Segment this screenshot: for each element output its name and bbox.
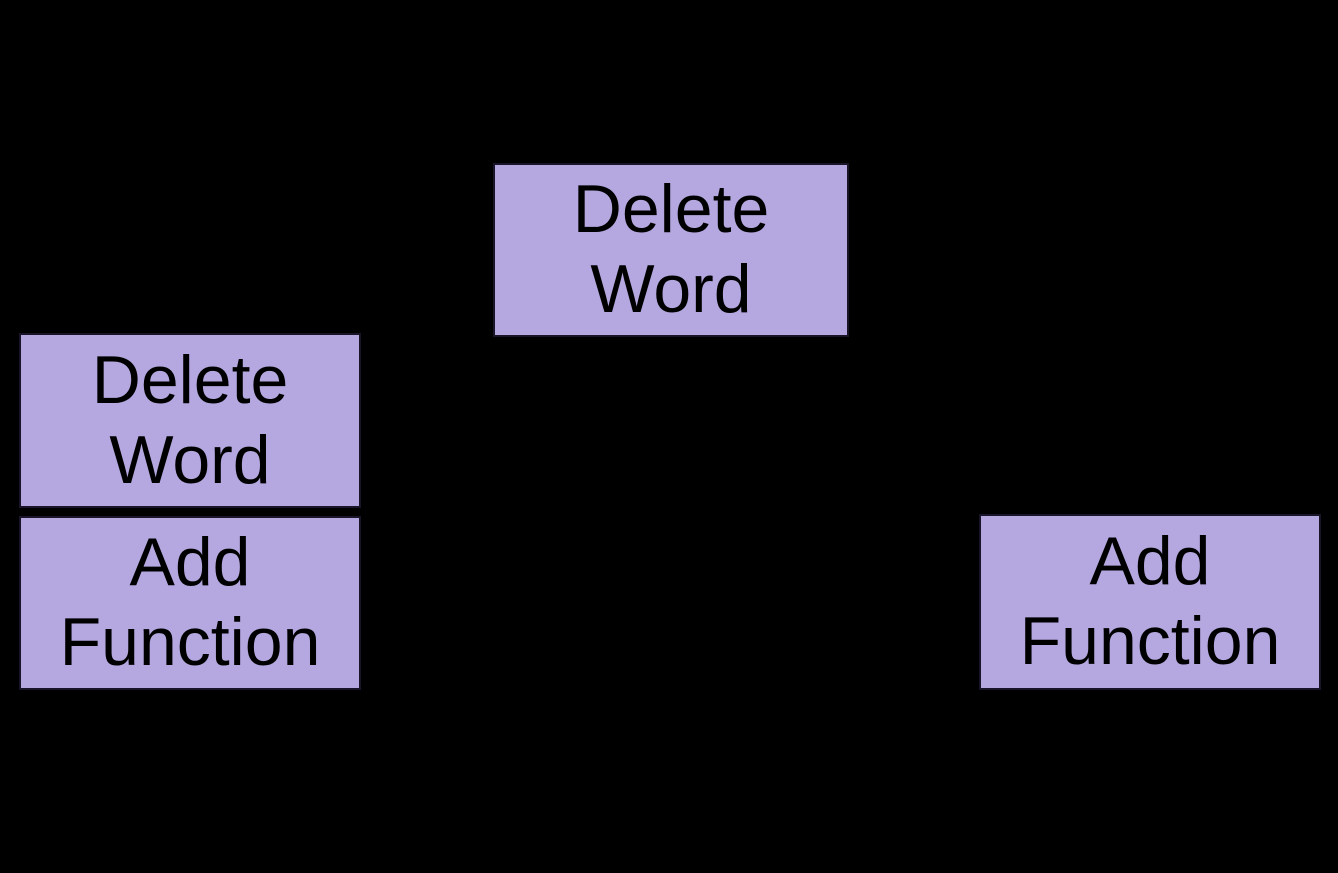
node-add-function-left: Add Function <box>19 516 361 690</box>
node-stack-left: Delete Word Add Function <box>19 333 361 690</box>
node-label: Add Function <box>1019 523 1281 679</box>
node-add-function-right: Add Function <box>979 514 1321 690</box>
node-delete-word-top: Delete Word <box>493 163 849 337</box>
node-delete-word-left: Delete Word <box>19 333 361 508</box>
node-label: Add Function <box>59 524 321 680</box>
compartment-divider <box>19 508 361 516</box>
node-label: Delete Word <box>572 171 770 327</box>
node-label: Delete Word <box>91 341 289 498</box>
